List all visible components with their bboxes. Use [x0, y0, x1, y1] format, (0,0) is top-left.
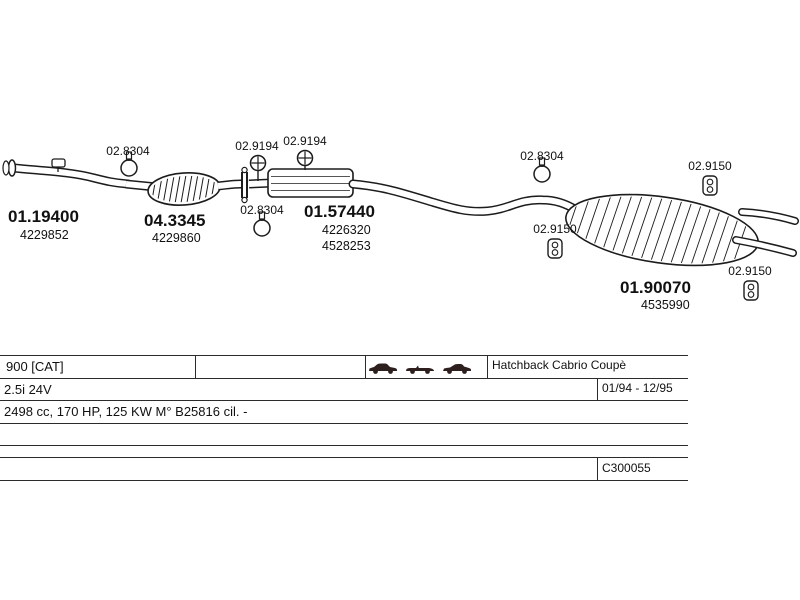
exhaust-diagram: 01.19400 4229852 04.3345 4229860 01.5744…	[2, 134, 799, 312]
cabrio-icon	[406, 365, 434, 374]
rubber-hanger-icon	[702, 175, 718, 196]
front-pipe	[2, 158, 133, 189]
ring-hanger-icon	[249, 154, 267, 181]
ring-hanger-icon	[296, 149, 314, 170]
clamp-label: 02.8304	[520, 149, 564, 163]
vehicle-model: 900 [CAT]	[6, 359, 64, 374]
part-code-middle-silencer: 01.57440	[304, 202, 375, 221]
table-border	[0, 355, 688, 356]
system-code: C300055	[602, 461, 651, 475]
rubber-hanger-label: 02.9150	[688, 159, 732, 173]
ring-hanger-label: 02.9194	[235, 139, 279, 153]
part-ref1-middle-silencer: 4226320	[322, 223, 371, 237]
flange-joint	[241, 166, 248, 204]
table-border	[0, 480, 688, 481]
table-border	[597, 457, 598, 480]
clamp-icon	[120, 151, 138, 177]
table-border	[0, 445, 688, 446]
table-border	[0, 378, 688, 379]
part-ref-catalyst: 4229860	[152, 231, 201, 245]
catalytic-converter	[147, 172, 221, 206]
table-border	[597, 378, 598, 400]
part-code-rear-silencer: 01.90070	[620, 278, 691, 297]
table-border	[487, 355, 488, 378]
engine-version: 2.5i 24V	[4, 382, 52, 397]
table-border	[0, 400, 688, 401]
part-ref2-middle-silencer: 4528253	[322, 239, 371, 253]
table-border	[195, 355, 196, 378]
clamp-label: 02.8304	[106, 144, 150, 158]
body-type: Hatchback Cabrio Coupè	[492, 358, 627, 372]
coupe-icon	[443, 364, 471, 374]
clamp-label: 02.8304	[240, 203, 284, 217]
rubber-hanger-icon	[547, 238, 563, 259]
production-period: 01/94 - 12/95	[602, 381, 673, 395]
clamp-icon	[533, 157, 551, 183]
table-border	[365, 355, 366, 378]
table-border	[0, 457, 688, 458]
hatchback-icon	[369, 363, 397, 374]
body-icons	[368, 361, 472, 375]
middle-silencer	[267, 168, 354, 198]
part-ref-front-pipe: 4229852	[20, 228, 69, 242]
part-code-front-pipe: 01.19400	[8, 207, 79, 226]
pipe-bracket	[51, 158, 66, 168]
engine-details: 2498 cc, 170 HP, 125 KW M° B25816 cil. -	[4, 404, 248, 419]
twin-tailpipes	[732, 208, 799, 257]
table-border	[0, 423, 688, 424]
ring-hanger-label: 02.9194	[283, 134, 327, 148]
rubber-hanger-icon	[743, 280, 759, 301]
clamp-icon	[253, 211, 271, 237]
rubber-hanger-label: 02.9150	[533, 222, 577, 236]
part-code-catalyst: 04.3345	[144, 211, 205, 230]
part-ref-rear-silencer: 4535990	[641, 298, 690, 312]
tail-pipe	[348, 179, 581, 216]
rubber-hanger-label: 02.9150	[728, 264, 772, 278]
